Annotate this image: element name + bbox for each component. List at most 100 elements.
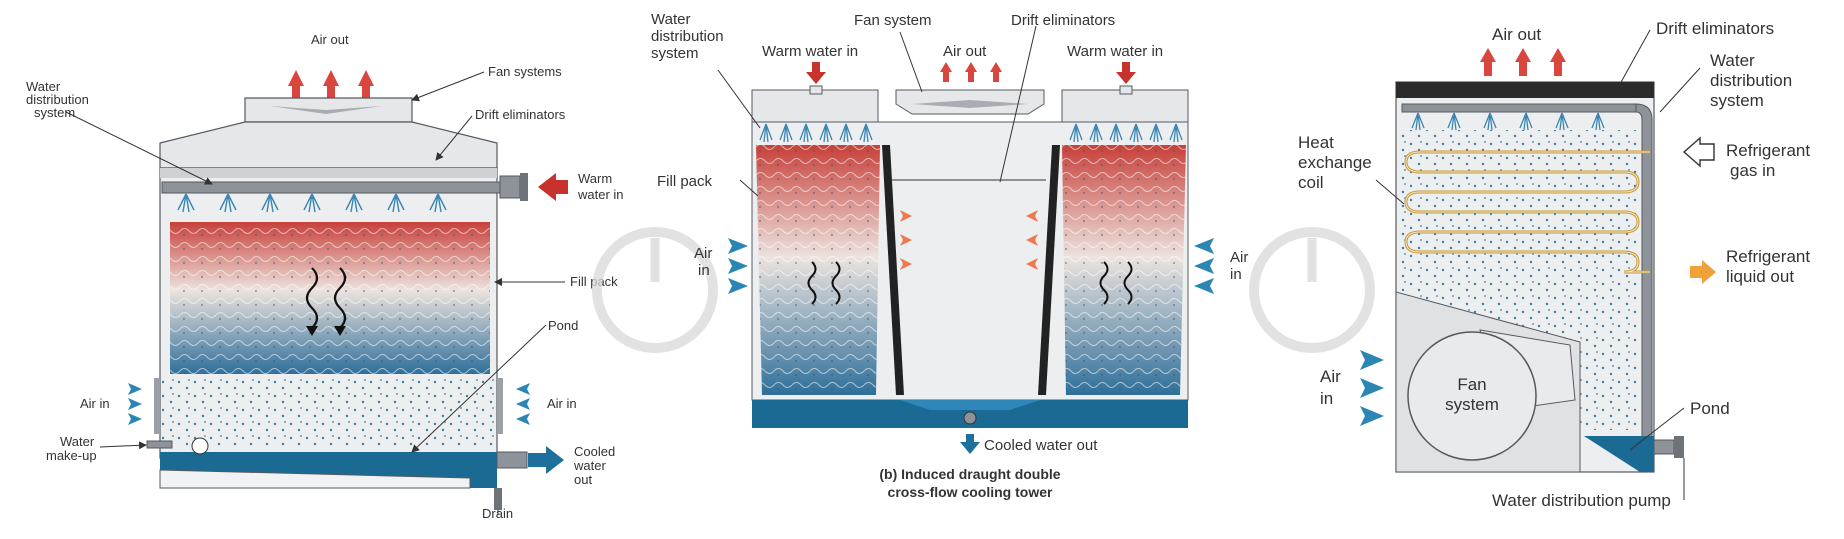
label-water-distribution-3: system	[34, 105, 75, 120]
label-water-distribution-2-1: Water	[651, 11, 690, 28]
leader-lines-3	[1375, 29, 1701, 500]
label-air-in-3-2: in	[1320, 389, 1333, 408]
label-cooled-1: Cooled	[574, 444, 615, 459]
drain-pipe	[494, 488, 502, 510]
air-louver-right	[497, 378, 503, 434]
fan-system-circle	[1407, 331, 1537, 461]
refrigerant-liquid-out-arrow	[1690, 260, 1716, 284]
label-air-in-3-1: Air	[1320, 367, 1341, 386]
drift-eliminator-3	[1396, 82, 1654, 98]
rain-zone	[162, 378, 495, 448]
label-air-in-right: Air in	[547, 396, 577, 411]
label-refrigerant-liquid-2: liquid out	[1726, 267, 1794, 286]
warm-water-arrow-right	[1116, 62, 1136, 84]
outlet-pipe	[963, 411, 977, 425]
flow-arrow-head-1	[306, 326, 318, 336]
cooled-water-pipe	[496, 451, 528, 469]
label-refrigerant-gas-2: gas in	[1730, 161, 1775, 180]
label-fan-system-2: Fan system	[854, 12, 932, 29]
label-fan-system-3-2: system	[1445, 395, 1499, 414]
label-water-distribution-3-2: distribution	[1710, 71, 1792, 90]
pump-body	[1674, 436, 1684, 458]
label-refrigerant-liquid-1: Refrigerant	[1726, 247, 1810, 266]
roof-right	[1061, 89, 1189, 123]
label-fill-pack-2: Fill pack	[657, 173, 713, 190]
cooled-water-out-arrow	[960, 434, 980, 454]
pond	[160, 452, 497, 488]
fan-blade-2	[912, 100, 1028, 108]
watermark-ring-1	[592, 227, 718, 353]
cooled-water-arrow	[528, 446, 564, 474]
label-air-in-2-right-1: Air	[1230, 249, 1248, 266]
water-distribution-pipe	[161, 181, 508, 194]
label-refrigerant-gas-1: Refrigerant	[1726, 141, 1810, 160]
label-makeup-2: make-up	[46, 448, 97, 463]
label-water-distribution-pump: Water distribution pump	[1492, 491, 1671, 510]
fill-pack-texture	[170, 222, 490, 374]
label-air-in-left: Air in	[80, 396, 110, 411]
fan-blades	[270, 106, 382, 114]
makeup-pipe	[146, 440, 173, 449]
plenum-arrows	[900, 210, 1038, 270]
spray-nozzles-2	[759, 123, 1183, 143]
diagram-crossflow: Water distribution system Fan system Dri…	[651, 11, 1248, 500]
flow-arrows	[305, 267, 347, 329]
spray-nozzles-3	[1411, 112, 1605, 131]
label-air-in-2-left-1: Air	[694, 245, 712, 262]
label-pond-3: Pond	[1690, 399, 1730, 418]
label-heat-exchange-1: Heat	[1298, 133, 1334, 152]
label-makeup-1: Water	[60, 434, 95, 449]
label-warm-water-left: Warm water in	[762, 43, 858, 60]
air-in-arrows-2-left	[728, 238, 748, 294]
air-in-arrows-2-right	[1194, 238, 1214, 294]
label-warm-water-2: water in	[577, 187, 624, 202]
refrigerant-gas-in-arrow	[1682, 136, 1715, 168]
caption-line-2: cross-flow cooling tower	[888, 484, 1053, 500]
label-air-in-2-left-2: in	[698, 262, 710, 279]
drift-eliminator-left	[882, 145, 904, 395]
makeup-float	[191, 437, 209, 455]
label-heat-exchange-2: exchange	[1298, 153, 1372, 172]
label-drain: Drain	[482, 506, 513, 521]
air-in-arrows-3	[1360, 350, 1384, 426]
label-air-out-3: Air out	[1492, 25, 1541, 44]
flow-arrows-2	[807, 261, 1133, 305]
air-in-arrows-right	[516, 383, 530, 425]
roof-left	[751, 89, 879, 123]
label-cooled-water-out: Cooled water out	[984, 437, 1098, 454]
spray-nozzles	[177, 193, 447, 213]
label-drift-eliminators: Drift eliminators	[475, 107, 566, 122]
label-water-distribution-2-2: distribution	[651, 28, 724, 45]
label-warm-water-1: Warm	[578, 171, 612, 186]
label-heat-exchange-3: coil	[1298, 173, 1324, 192]
label-air-out: Air out	[311, 32, 349, 47]
tower-roof	[159, 121, 498, 169]
diagram-counterflow: Air out Fan systems Water distribution s…	[26, 32, 624, 521]
pump-pipe	[1653, 439, 1675, 455]
leader-lines-2	[717, 25, 1046, 197]
leader-lines	[65, 71, 565, 515]
tower-base	[159, 469, 471, 489]
air-out-arrows-2	[940, 62, 1002, 82]
water-distribution-pipe-3	[1401, 103, 1637, 113]
label-pond: Pond	[548, 318, 578, 333]
label-drift-eliminators-2: Drift eliminators	[1011, 12, 1115, 29]
label-water-distribution-2-3: system	[651, 45, 699, 62]
pipe-cap	[520, 173, 528, 201]
label-water-distribution-1: Water	[26, 79, 61, 94]
label-cooled-2: water	[573, 458, 606, 473]
label-water-distribution-3-1: Water	[1710, 51, 1755, 70]
watermark-ring-2	[1249, 227, 1375, 353]
label-fan-systems: Fan systems	[488, 64, 562, 79]
diagram-evaporative-condenser: Air out Drift eliminators Water distribu…	[1298, 19, 1810, 510]
label-water-distribution-3-3: system	[1710, 91, 1764, 110]
air-out-arrows-3	[1480, 48, 1566, 76]
label-fan-system-3-1: Fan	[1457, 375, 1486, 394]
label-cooled-3: out	[574, 472, 592, 487]
label-warm-water-right: Warm water in	[1067, 43, 1163, 60]
label-air-in-2-right-2: in	[1230, 266, 1242, 283]
air-out-arrows	[288, 70, 374, 98]
pipe-flange	[499, 175, 521, 199]
